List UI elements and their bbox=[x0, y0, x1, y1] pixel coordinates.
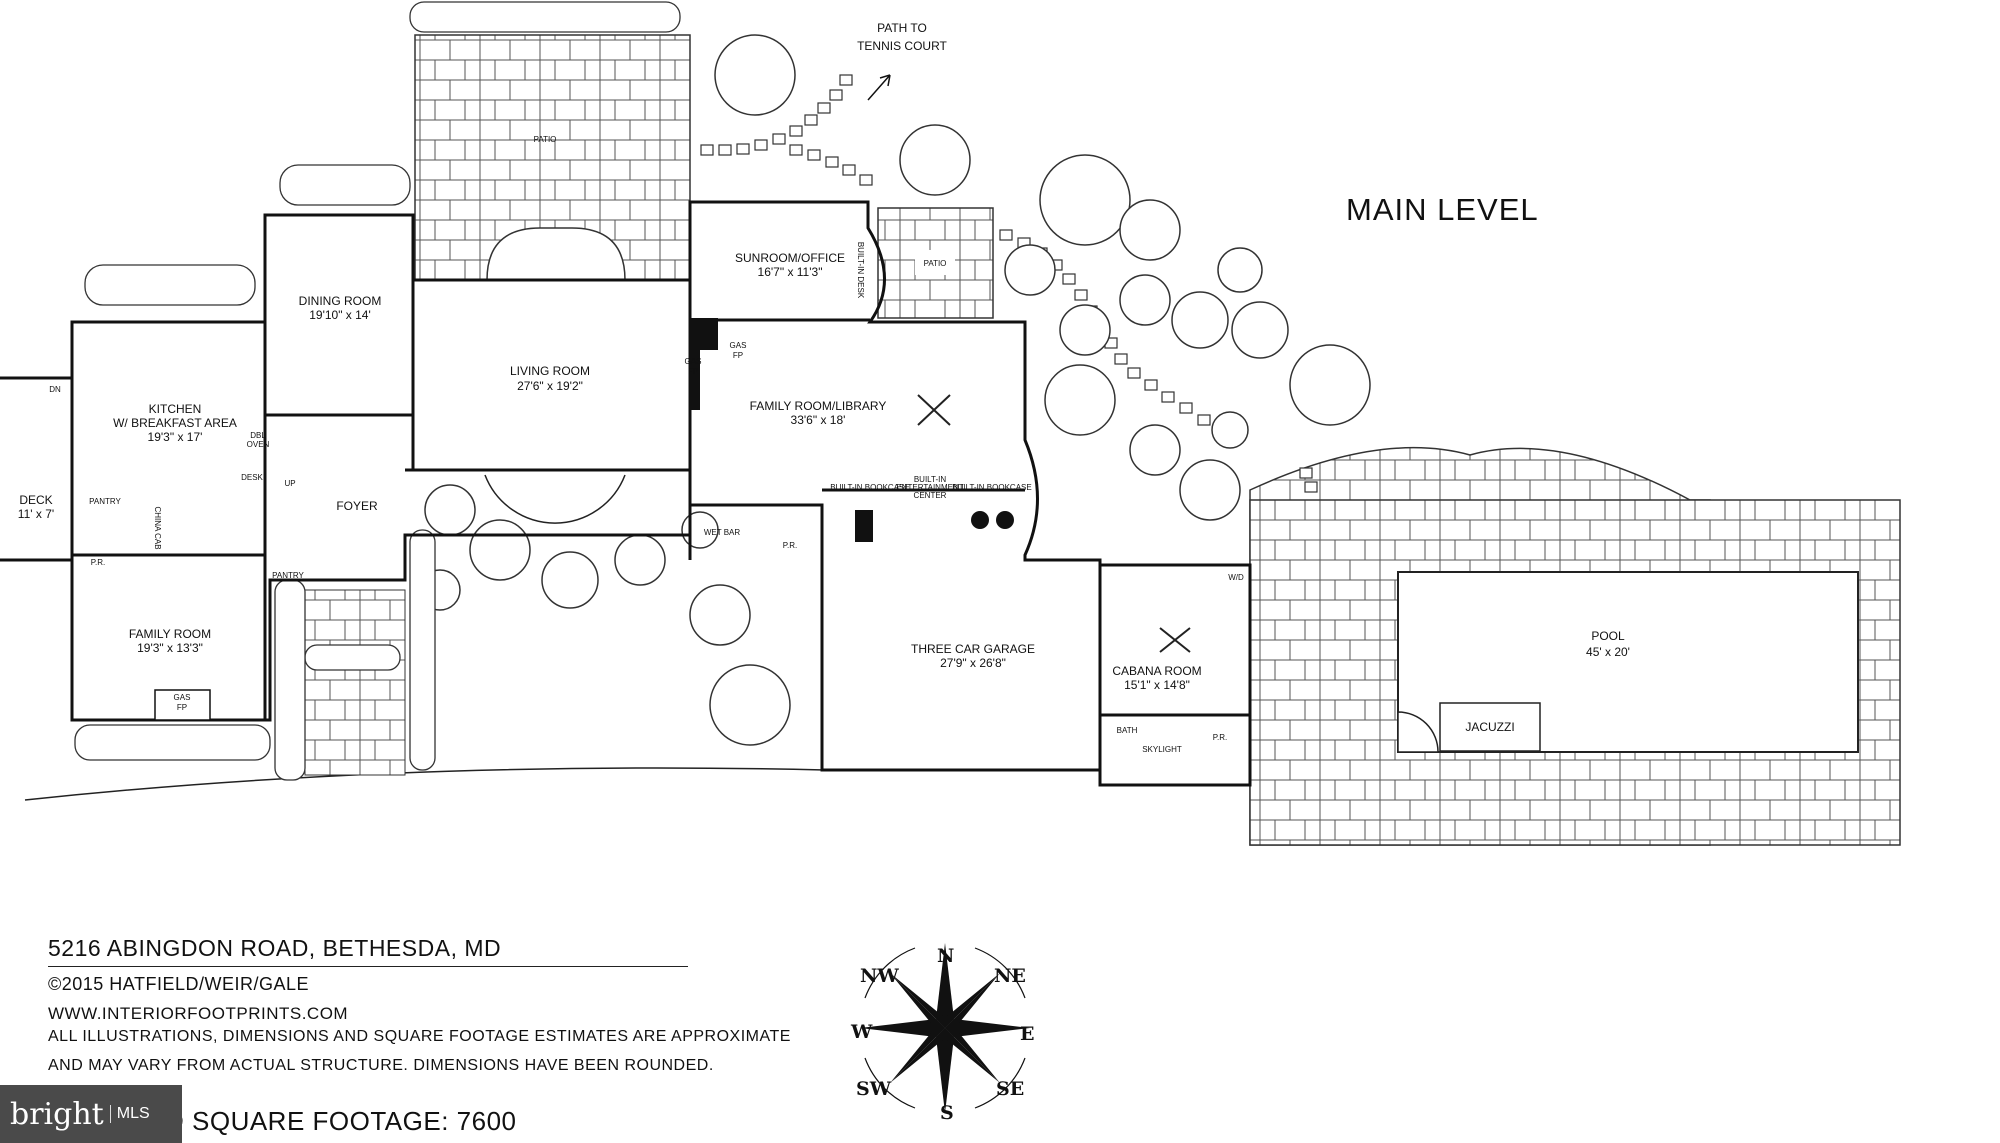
patio2-label: PATIO bbox=[924, 259, 947, 268]
front-bay bbox=[484, 474, 626, 524]
front-walk bbox=[304, 589, 406, 776]
ceiling-fan-icon bbox=[917, 394, 951, 426]
living-name: LIVING ROOM bbox=[510, 364, 590, 378]
bookcase2-label: BUILT-IN BOOKCASE bbox=[952, 483, 1031, 492]
ent-label-1: BUILT-IN bbox=[914, 475, 947, 484]
deck-dims: 11' x 7' bbox=[18, 507, 54, 521]
living-dims: 27'6" x 19'2" bbox=[517, 379, 583, 393]
house-walls bbox=[0, 200, 1252, 787]
garage-block bbox=[855, 510, 873, 542]
dining-dims: 19'10" x 14' bbox=[309, 308, 371, 322]
gas2-label: GAS bbox=[730, 341, 747, 350]
fp-label-1: FP bbox=[177, 703, 187, 712]
gas3-label: GAS bbox=[685, 357, 702, 366]
foyer-name: FOYER bbox=[336, 499, 378, 513]
disclaimer-1: ALL ILLUSTRATIONS, DIMENSIONS AND SQUARE… bbox=[48, 1028, 791, 1045]
fp2-label: FP bbox=[733, 351, 743, 360]
fp3-label: FP bbox=[688, 367, 698, 376]
garage-name: THREE CAR GARAGE bbox=[911, 642, 1035, 656]
mls-label: MLS bbox=[109, 1105, 150, 1123]
path-label-2: TENNIS COURT bbox=[857, 39, 947, 53]
family-dims: 19'3" x 13'3" bbox=[137, 641, 203, 655]
desk-label: DESK bbox=[241, 473, 263, 482]
disclaimer-2: AND MAY VARY FROM ACTUAL STRUCTURE. DIME… bbox=[48, 1057, 714, 1074]
ground-line bbox=[24, 767, 826, 801]
ent-label-2: ENTERTAINMENT bbox=[896, 483, 963, 492]
bath-label: BATH bbox=[1117, 726, 1138, 735]
family-fireplace bbox=[154, 689, 211, 721]
pool-name-front: POOL bbox=[1591, 629, 1625, 643]
fireplace-block bbox=[690, 318, 718, 410]
tennis-arrow bbox=[867, 74, 891, 101]
top-patio: PATIO bbox=[414, 34, 691, 281]
pr3-label: P.R. bbox=[1213, 733, 1228, 742]
familylib-dims: 33'6" x 18' bbox=[791, 413, 846, 427]
small-patio: PATIO bbox=[877, 207, 994, 319]
kitchen-dims: 19'3" x 17' bbox=[148, 430, 203, 444]
pr1-label: P.R. bbox=[91, 558, 106, 567]
address-rule bbox=[48, 966, 688, 967]
kitchen-sub: W/ BREAKFAST AREA bbox=[113, 416, 237, 430]
gas-label-1: GAS bbox=[174, 693, 191, 702]
garage-fixture-1 bbox=[971, 511, 989, 529]
chinacab-label: CHINA CAB bbox=[153, 506, 162, 549]
sunroom-dims: 16'7" x 11'3" bbox=[758, 265, 823, 279]
sunroom-name: SUNROOM/OFFICE bbox=[735, 251, 845, 265]
pr2-label: P.R. bbox=[783, 541, 798, 550]
dbl-label-2: OVEN bbox=[247, 440, 270, 449]
ent-label-3: CENTER bbox=[914, 491, 947, 500]
wd-label: W/D bbox=[1228, 573, 1244, 582]
compass-rose bbox=[860, 943, 1030, 1113]
compass-ne: NE bbox=[994, 965, 1026, 987]
patio-label: PATIO bbox=[534, 135, 557, 144]
compass-sw: SW bbox=[856, 1078, 892, 1100]
dbl-label-1: DBL bbox=[250, 431, 266, 440]
copyright: ©2015 HATFIELD/WEIR/GALE bbox=[48, 974, 310, 994]
cabana-name: CABANA ROOM bbox=[1112, 664, 1201, 678]
pool-dims-front: 45' x 20' bbox=[1586, 645, 1630, 659]
compass-e: E bbox=[1020, 1023, 1035, 1045]
hedges bbox=[74, 1, 681, 781]
dn-label: DN bbox=[49, 385, 61, 394]
kitchen-name: KITCHEN bbox=[149, 402, 202, 416]
skylight-label: SKYLIGHT bbox=[1142, 745, 1182, 754]
dining-name: DINING ROOM bbox=[299, 294, 382, 308]
square-footage: D SQUARE FOOTAGE: 7600 bbox=[165, 1106, 517, 1136]
compass-se: SE bbox=[996, 1078, 1025, 1100]
compass-n: N bbox=[937, 945, 955, 967]
cabana-fan-icon bbox=[1159, 627, 1191, 653]
bookcase1-label: BUILT-IN BOOKCASE bbox=[830, 483, 909, 492]
garage-dims: 27'9" x 26'8" bbox=[940, 656, 1006, 670]
familylib-name: FAMILY ROOM/LIBRARY bbox=[750, 399, 887, 413]
address: 5216 ABINGDON ROAD, BETHESDA, MD bbox=[48, 935, 502, 961]
pantry-label: PANTRY bbox=[89, 497, 121, 506]
builtin-desk-label: BUILT-IN DESK bbox=[856, 242, 865, 299]
compass-s: S bbox=[940, 1102, 954, 1124]
jacuzzi-label-front: JACUZZI bbox=[1465, 720, 1514, 734]
compass-w: W bbox=[851, 1021, 873, 1043]
pantry2-label: PANTRY bbox=[272, 571, 304, 580]
website: WWW.INTERIORFOOTPRINTS.COM bbox=[48, 1004, 349, 1023]
cabana-dims: 15'1" x 14'8" bbox=[1124, 678, 1190, 692]
family-name: FAMILY ROOM bbox=[129, 627, 211, 641]
bright-mls-badge: bright MLS bbox=[0, 1085, 182, 1143]
deck-name: DECK bbox=[19, 493, 52, 507]
garage-fixture-2 bbox=[996, 511, 1014, 529]
wetbar-label: WET BAR bbox=[704, 528, 741, 537]
jacuzzi bbox=[1439, 702, 1541, 752]
path-label-1: PATH TO bbox=[877, 21, 927, 35]
page-title: MAIN LEVEL bbox=[1346, 192, 1539, 227]
up-label: UP bbox=[284, 479, 295, 488]
compass-nw: NW bbox=[860, 965, 899, 987]
bright-logo: bright bbox=[10, 1096, 104, 1132]
